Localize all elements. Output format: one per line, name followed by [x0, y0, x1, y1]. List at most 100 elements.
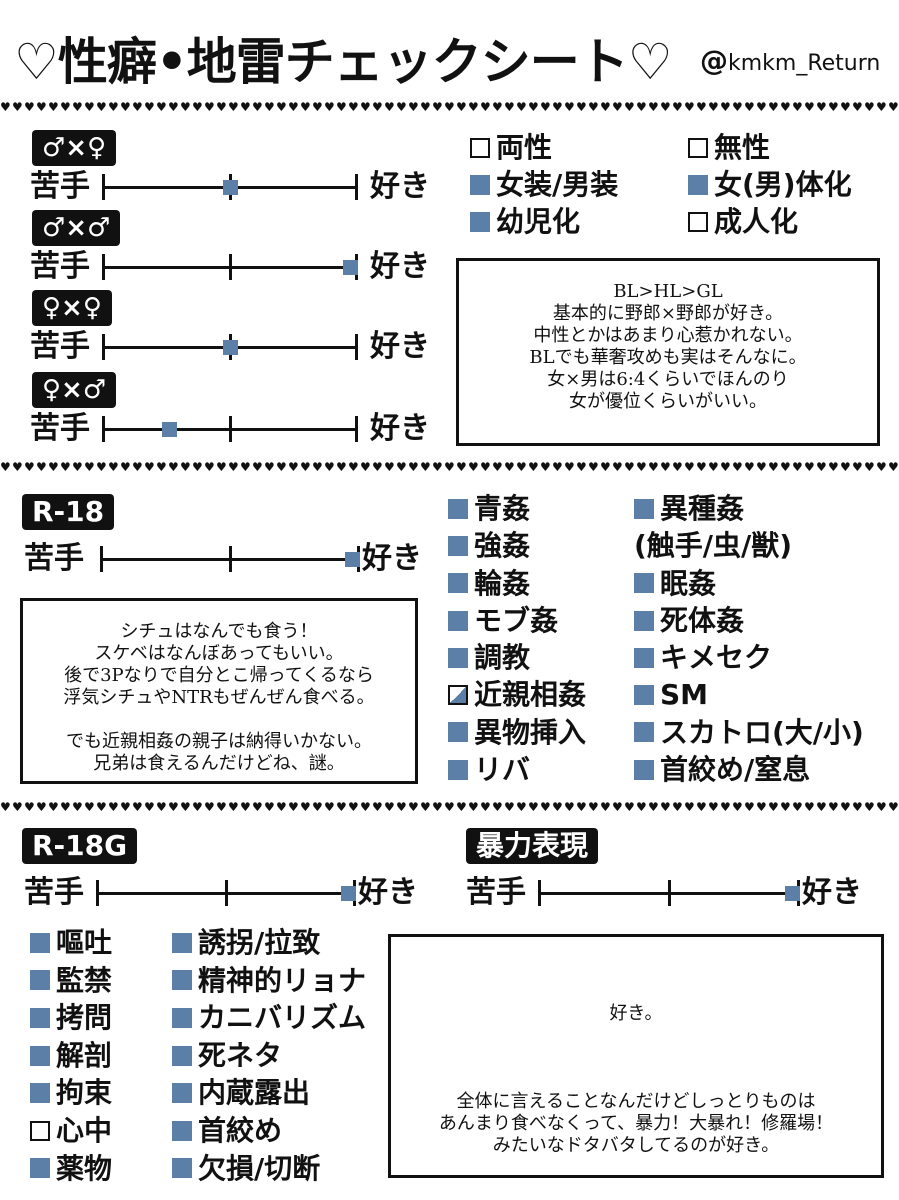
checked-box-icon [172, 1120, 192, 1141]
heart-icon: ♥ [684, 100, 695, 114]
check-item-label: 誘拐/拉致 [198, 926, 321, 959]
check-item-label: 幼児化 [496, 205, 581, 238]
checked-box-icon [30, 1158, 50, 1179]
check-item: 異種姦 [634, 490, 864, 527]
heart-icon: ♥ [228, 800, 239, 814]
heart-icon: ♥ [876, 800, 887, 814]
heart-icon: ♥ [516, 460, 527, 474]
heart-icon: ♥ [672, 800, 683, 814]
heart-icon: ♥ [228, 460, 239, 474]
heart-icon: ♥ [276, 460, 287, 474]
heart-icon: ♥ [36, 100, 47, 114]
check-item: SM [634, 676, 864, 713]
checked-box-icon [448, 535, 468, 556]
heart-icon: ♥ [600, 100, 611, 114]
check-item-label: モブ姦 [474, 603, 559, 637]
empty-box-icon [688, 212, 708, 232]
check-item: 解剖 [30, 1037, 112, 1075]
heart-icon: ♥ [468, 800, 479, 814]
heart-icon: ♥ [108, 800, 119, 814]
half-checked-box-icon [448, 685, 468, 706]
heart-icon: ♥ [180, 100, 191, 114]
heart-icon: ♥ [540, 460, 551, 474]
note-line: 中性とかはあまり心惹かれない。 [533, 325, 803, 346]
check-item-label: 死ネタ [198, 1038, 283, 1072]
heart-icon: ♥ [540, 800, 551, 814]
heart-icon: ♥ [168, 460, 179, 474]
check-item-label: リバ [474, 753, 531, 787]
scale-right-label: 好き [370, 169, 430, 204]
heart-icon: ♥ [72, 460, 83, 474]
scale-tick [355, 416, 358, 442]
heart-divider: ♥♥♥♥♥♥♥♥♥♥♥♥♥♥♥♥♥♥♥♥♥♥♥♥♥♥♥♥♥♥♥♥♥♥♥♥♥♥♥♥… [0, 460, 899, 474]
checked-box-icon [634, 722, 654, 743]
heart-icon: ♥ [384, 800, 395, 814]
heart-icon: ♥ [696, 460, 707, 474]
heart-icon: ♥ [12, 460, 23, 474]
heart-icon: ♥ [720, 800, 731, 814]
checked-box-icon [172, 1158, 192, 1179]
pairing-scale [102, 412, 358, 446]
heart-icon: ♥ [660, 460, 671, 474]
heart-icon: ♥ [192, 100, 203, 114]
check-item-label: カニバリズム [198, 1001, 367, 1035]
heart-icon: ♥ [648, 100, 659, 114]
scale-left-label: 苦手 [466, 875, 526, 910]
heart-icon: ♥ [696, 800, 707, 814]
scale-tick [229, 416, 232, 442]
heart-icon: ♥ [12, 100, 23, 114]
check-item: 両性 [470, 130, 552, 166]
heart-icon: ♥ [624, 460, 635, 474]
heart-icon: ♥ [516, 100, 527, 114]
check-item: 精神的リョナ [172, 962, 366, 1000]
heart-icon: ♥ [180, 800, 191, 814]
heart-icon: ♥ [672, 460, 683, 474]
check-item-label: 精神的リョナ [198, 963, 367, 997]
note-line: 全体に言えることなんだけどしっとりものは [456, 1091, 816, 1112]
scale-tick [668, 880, 671, 906]
checked-box-icon [30, 970, 50, 991]
check-item-label: 首絞め [198, 1113, 283, 1147]
scale-right-label: 好き [370, 411, 430, 446]
heart-icon: ♥ [24, 800, 35, 814]
violence-note: 好き。 全体に言えることなんだけどしっとりものは あんまり食べなくって、暴力！大… [388, 934, 884, 1178]
heart-icon: ♥ [744, 100, 755, 114]
check-item: 欠損/切断 [172, 1150, 366, 1188]
heart-icon: ♥ [624, 800, 635, 814]
checked-box-icon [30, 1007, 50, 1028]
checked-box-icon [172, 932, 192, 953]
scale-marker [341, 886, 356, 901]
check-item: 首絞め/窒息 [634, 751, 864, 788]
heart-icon: ♥ [264, 100, 275, 114]
heart-icon: ♥ [828, 460, 839, 474]
heart-icon: ♥ [576, 460, 587, 474]
scale-right-label: 好き [362, 541, 422, 576]
heart-icon: ♥ [636, 460, 647, 474]
checked-box-icon [448, 722, 468, 743]
heart-icon: ♥ [816, 800, 827, 814]
heart-icon: ♥ [612, 460, 623, 474]
note-line: 好き。 [609, 1003, 663, 1024]
heart-icon: ♥ [156, 460, 167, 474]
heart-icon: ♥ [480, 100, 491, 114]
heart-icon: ♥ [252, 100, 263, 114]
scale-marker [343, 260, 358, 275]
heart-icon: ♥ [36, 800, 47, 814]
heart-icon: ♥ [564, 460, 575, 474]
check-item-label: 青姦 [474, 492, 531, 525]
heart-icon: ♥ [96, 460, 107, 474]
check-item-label: 輪姦 [474, 566, 531, 600]
heart-icon: ♥ [192, 460, 203, 474]
heart-icon: ♥ [564, 100, 575, 114]
check-item-label: 調教 [474, 641, 531, 675]
scale-left-label: 苦手 [24, 541, 84, 576]
heart-icon: ♥ [612, 800, 623, 814]
checked-box-icon [634, 685, 654, 706]
note-line [23, 709, 415, 731]
heart-icon: ♥ [744, 800, 755, 814]
heart-icon: ♥ [456, 100, 467, 114]
heart-icon: ♥ [720, 100, 731, 114]
check-item: 死体姦 [634, 602, 864, 639]
scale-right-label: 好き [802, 875, 862, 910]
r18g-badge: R-18G [22, 828, 138, 864]
